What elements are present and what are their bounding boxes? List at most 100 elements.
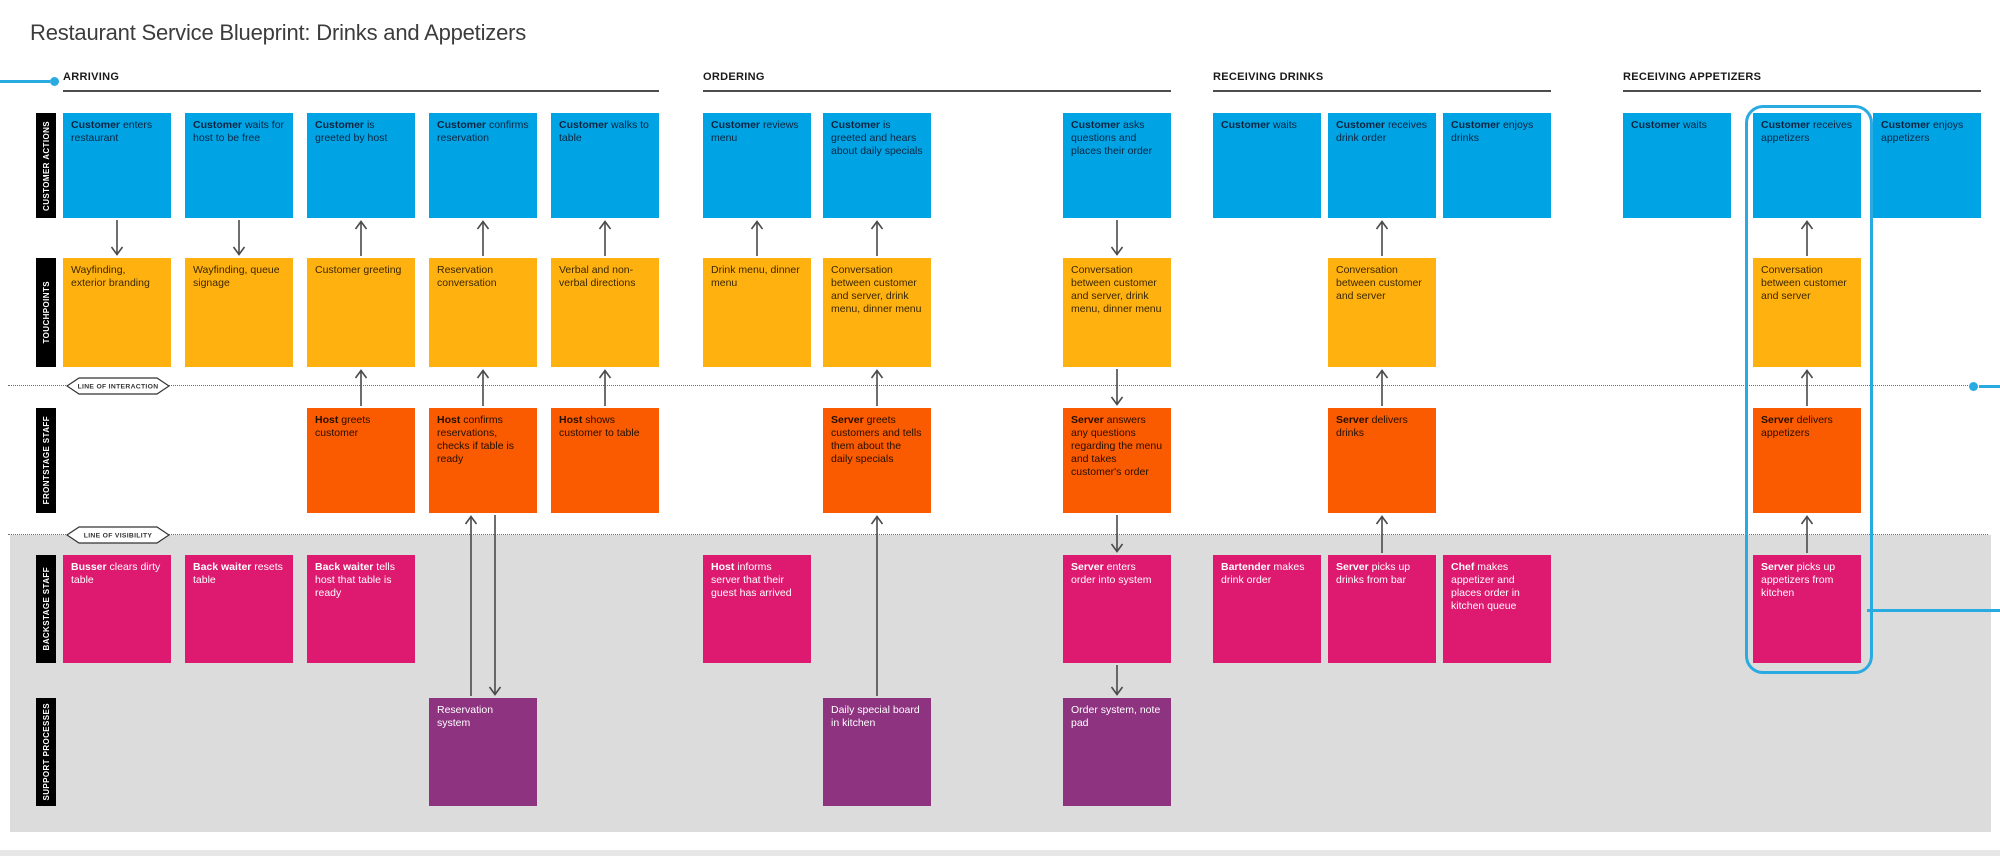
- box-text: Reservation conversation: [437, 264, 497, 289]
- box-actor: Customer: [559, 119, 611, 131]
- phase-label: RECEIVING APPETIZERS: [1623, 71, 1762, 83]
- box-text: makes appetizer and places order in kitc…: [1451, 561, 1520, 612]
- blueprint-box-reservation-conversation: Reservation conversation: [429, 258, 537, 367]
- blueprint-box-conversation-between-customer-and-server: Conversation between customer and server: [1753, 258, 1861, 367]
- box-text: Reservation system: [437, 704, 494, 729]
- phase-label: RECEIVING DRINKS: [1213, 71, 1324, 83]
- blueprint-box-customer-receives-drink-order: Customer receives drink order: [1328, 113, 1436, 218]
- blueprint-box-customer-is-greeted-by-host: Customer is greeted by host: [307, 113, 415, 218]
- lane-label-frontstage-staff: FRONTSTAGE STAFF: [41, 416, 51, 505]
- box-actor: Busser: [71, 561, 110, 573]
- blueprint-box-customer-enters-restaurant: Customer enters restaurant: [63, 113, 171, 218]
- lane-bar-touchpoints: TOUCHPOINTS: [36, 258, 56, 367]
- box-text: makes drink order: [1221, 561, 1305, 586]
- phase-label: ARRIVING: [63, 71, 120, 83]
- blueprint-box-customer-asks-questions-and-places-their-order: Customer asks questions and places their…: [1063, 113, 1171, 218]
- arrow-up: [1800, 220, 1814, 256]
- box-text: shows customer to table: [559, 414, 640, 439]
- box-text: Order system, note pad: [1071, 704, 1161, 729]
- blueprint-box-server-delivers-drinks: Server delivers drinks: [1328, 408, 1436, 513]
- phase-label: ORDERING: [703, 71, 765, 83]
- box-text: answers any questions regarding the menu…: [1071, 414, 1163, 478]
- box-text: delivers drinks: [1336, 414, 1408, 439]
- blueprint-box-customer-waits-for-host-to-be-free: Customer waits for host to be free: [185, 113, 293, 218]
- box-text: tells host that table is ready: [315, 561, 395, 599]
- box-actor: Customer: [193, 119, 245, 131]
- bottom-edge-strip: [0, 850, 2000, 856]
- blueprint-box-server-picks-up-drinks-from-bar: Server picks up drinks from bar: [1328, 555, 1436, 663]
- separator-tag-line-of-visibility: LINE OF VISIBILITY: [66, 526, 170, 544]
- box-actor: Customer: [1881, 119, 1933, 131]
- arrow-up: [1375, 515, 1389, 553]
- lane-bar-customer-actions: CUSTOMER ACTIONS: [36, 113, 56, 218]
- box-actor: Server: [1071, 414, 1107, 426]
- phase-header-arriving: ARRIVING: [63, 71, 659, 92]
- blueprint-box-verbal-and-non-verbal-directions: Verbal and non-verbal directions: [551, 258, 659, 367]
- box-actor: Host: [437, 414, 464, 426]
- box-text: waits for host to be free: [193, 119, 285, 144]
- box-actor: Server: [1761, 414, 1797, 426]
- blueprint-box-customer-is-greeted-and-hears-about-daily-specials: Customer is greeted and hears about dail…: [823, 113, 931, 218]
- separator-label: LINE OF INTERACTION: [78, 384, 159, 391]
- lane-label-backstage-staff: BACKSTAGE STAFF: [41, 567, 51, 651]
- blueprint-box-customer-walks-to-table: Customer walks to table: [551, 113, 659, 218]
- blueprint-box-customer-receives-appetizers: Customer receives appetizers: [1753, 113, 1861, 218]
- box-actor: Customer: [831, 119, 883, 131]
- blueprint-box-server-delivers-appetizers: Server delivers appetizers: [1753, 408, 1861, 513]
- box-text: walks to table: [559, 119, 649, 144]
- blueprint-box-customer-reviews-menu: Customer reviews menu: [703, 113, 811, 218]
- arrow-down: [232, 220, 246, 256]
- arrow-up: [870, 220, 884, 256]
- box-text: Conversation between customer and server…: [831, 264, 922, 315]
- box-actor: Customer: [711, 119, 763, 131]
- box-text: enjoys appetizers: [1881, 119, 1964, 144]
- box-text: resets table: [193, 561, 283, 586]
- box-actor: Host: [315, 414, 342, 426]
- blueprint-box-customer-confirms-reservation: Customer confirms reservation: [429, 113, 537, 218]
- box-actor: Back waiter: [315, 561, 377, 573]
- box-actor: Customer: [1221, 119, 1273, 131]
- arrow-up: [1800, 369, 1814, 406]
- arriving-connector-dot: [50, 77, 59, 86]
- lane-label-customer-actions: CUSTOMER ACTIONS: [41, 120, 51, 211]
- box-text: Wayfinding, exterior branding: [71, 264, 150, 289]
- blueprint-box-chef-makes-appetizer-and-places-order-in-kitchen-queue: Chef makes appetizer and places order in…: [1443, 555, 1551, 663]
- blueprint-box-order-system-note-pad: Order system, note pad: [1063, 698, 1171, 806]
- arrow-down: [1110, 665, 1124, 696]
- box-text: Conversation between customer and server: [1761, 264, 1847, 302]
- blueprint-box-customer-enjoys-appetizers: Customer enjoys appetizers: [1873, 113, 1981, 218]
- box-actor: Customer: [315, 119, 367, 131]
- box-text: informs server that their guest has arri…: [711, 561, 792, 599]
- arrow-up: [750, 220, 764, 256]
- box-text: greets customer: [315, 414, 371, 439]
- appetizer-column-highlight: [1745, 105, 1873, 674]
- arrow-up: [598, 369, 612, 406]
- separator-tag-line-of-interaction: LINE OF INTERACTION: [66, 377, 170, 395]
- blueprint-box-customer-greeting: Customer greeting: [307, 258, 415, 367]
- blueprint-box-back-waiter-tells-host-that-table-is-ready: Back waiter tells host that table is rea…: [307, 555, 415, 663]
- box-text: Conversation between customer and server…: [1071, 264, 1162, 315]
- highlight-exit-line: [1867, 609, 2000, 612]
- box-actor: Server: [1336, 414, 1372, 426]
- blueprint-box-wayfinding-queue-signage: Wayfinding, queue signage: [185, 258, 293, 367]
- box-text: is greeted by host: [315, 119, 388, 144]
- separator-line-line-of-interaction: [8, 385, 1968, 386]
- arrow-up: [1375, 220, 1389, 256]
- blueprint-box-back-waiter-resets-table: Back waiter resets table: [185, 555, 293, 663]
- box-actor: Back waiter: [193, 561, 255, 573]
- box-text: Verbal and non-verbal directions: [559, 264, 636, 289]
- box-text: confirms reservations, checks if table i…: [437, 414, 515, 465]
- arrow-down: [488, 515, 502, 696]
- arrow-up: [354, 220, 368, 256]
- box-text: enters order into system: [1071, 561, 1152, 586]
- arrow-up: [1375, 369, 1389, 406]
- box-text: waits: [1272, 119, 1297, 131]
- blueprint-box-host-confirms-reservations-checks-if-table-is-ready: Host confirms reservations, checks if ta…: [429, 408, 537, 513]
- box-text: receives drink order: [1336, 119, 1428, 144]
- box-actor: Host: [559, 414, 586, 426]
- box-actor: Customer: [1451, 119, 1503, 131]
- arriving-connector-line: [0, 80, 50, 83]
- phase-header-receiving-appetizers: RECEIVING APPETIZERS: [1623, 71, 1981, 92]
- blueprint-box-daily-special-board-in-kitchen: Daily special board in kitchen: [823, 698, 931, 806]
